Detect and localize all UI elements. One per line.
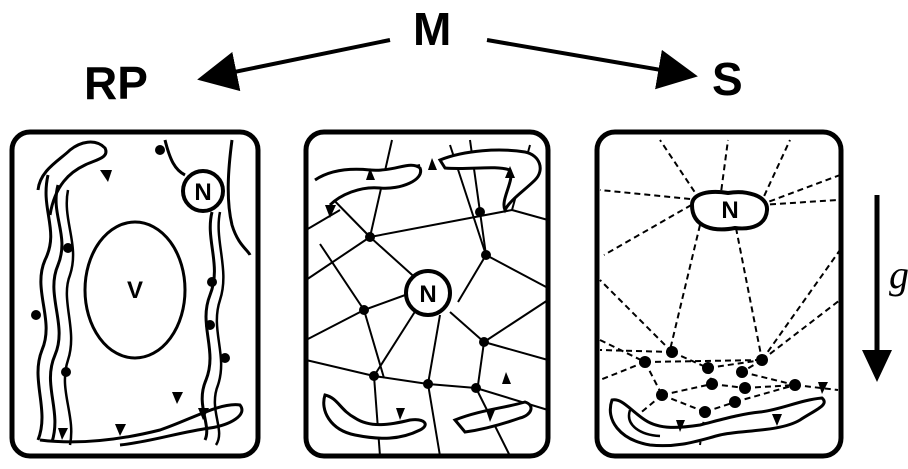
nucleus-label-3: N [721,197,738,224]
panel-rp-cell [9,129,261,459]
label-s: S [712,53,743,105]
nucleus-label-1: N [194,179,211,206]
arrow-to-rp [197,38,391,92]
panel-m-cell [303,129,551,459]
nucleus [181,169,225,213]
gravity-arrow-head [862,350,892,382]
vacuole [83,220,187,360]
panel-s-cell [594,129,844,459]
arrow-to-s [486,38,698,90]
label-gravity: g [889,252,908,297]
vacuole-label: V [127,277,143,304]
label-rp: RP [84,57,148,109]
nucleus [689,189,769,232]
nucleus-label-2: N [419,281,436,308]
nucleus [404,269,452,317]
label-m: M [413,3,452,55]
